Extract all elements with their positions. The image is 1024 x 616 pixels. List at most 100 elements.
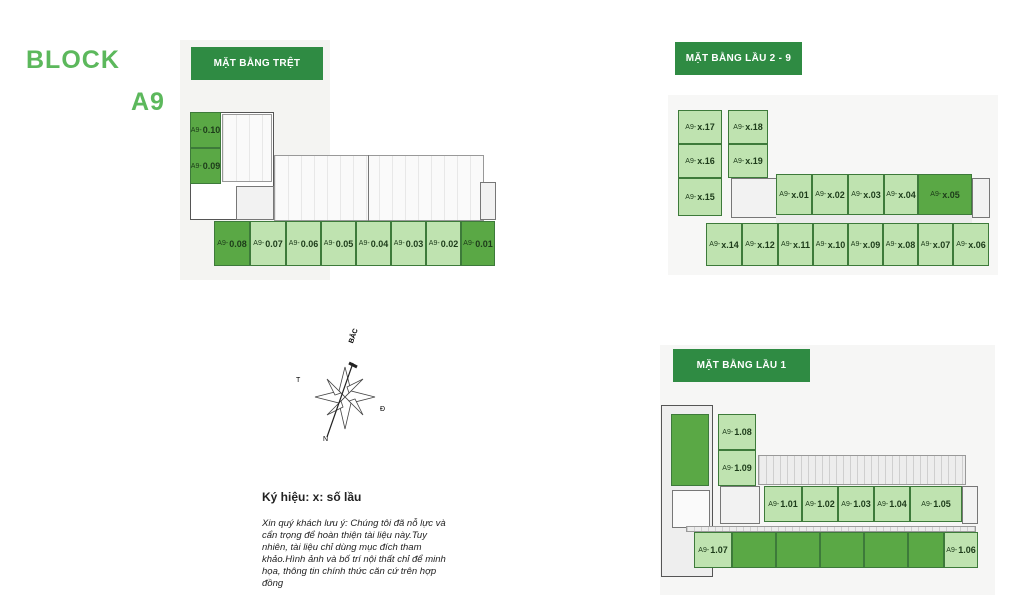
block-label: BLOCK [26, 46, 120, 74]
unit-number: x.15 [697, 192, 715, 202]
first-void [672, 490, 710, 528]
first-west-unit [671, 414, 709, 486]
typical-corridor [776, 215, 972, 223]
unit-x-16: A9-x.16 [678, 144, 722, 178]
ground-core [236, 186, 274, 220]
unit-number: x.12 [757, 239, 775, 250]
block-code: A9 [131, 88, 165, 116]
unit-number: x.01 [791, 189, 809, 200]
ground-divider [368, 155, 369, 255]
unit-x-09: A9-x.09 [848, 223, 883, 266]
unit-number: x.17 [697, 122, 715, 132]
unit-prefix: A9- [685, 193, 697, 201]
unit-x-07: A9-x.07 [918, 223, 953, 266]
unit-prefix: A9- [930, 191, 942, 198]
ground-parking-main [274, 155, 484, 221]
unit-prefix: A9- [851, 191, 863, 198]
unit-prefix: A9- [745, 241, 757, 248]
unit-prefix: A9- [815, 241, 827, 248]
compass-rose [314, 361, 376, 438]
first-roof-terrace [758, 455, 966, 485]
unit-1-04: A9-1.04 [874, 486, 910, 522]
unit-number: 1.07 [710, 545, 728, 555]
unit-number: x.05 [942, 189, 960, 200]
unit-prefix: A9- [190, 126, 202, 134]
unit-number: x.07 [932, 239, 951, 250]
unit-prefix: A9- [885, 241, 897, 248]
unit-prefix: A9- [956, 241, 968, 248]
typical-core [731, 178, 777, 218]
unit-number: 1.09 [734, 463, 752, 473]
unit-prefix: A9- [722, 428, 734, 436]
unit-prefix: A9- [815, 191, 827, 198]
unit-x-17: A9-x.17 [678, 110, 722, 144]
unit-prefix: A9- [921, 500, 933, 508]
unit-number: 1.06 [958, 545, 976, 555]
unit-1-01: A9-1.01 [764, 486, 802, 522]
first-core [720, 486, 760, 524]
unit-prefix: A9- [428, 240, 440, 247]
unit-prefix: A9- [946, 546, 958, 554]
unit-number: 0.09 [202, 161, 221, 171]
unit-number: x.11 [792, 239, 810, 250]
unit-1-08: A9-1.08 [718, 414, 756, 450]
unit-0-02: A9-0.02 [426, 221, 461, 266]
unit-prefix: A9- [253, 240, 265, 247]
unit-prefix: A9- [217, 240, 229, 247]
unit-0-08: A9-0.08 [214, 221, 250, 266]
unit-1-03: A9-1.03 [838, 486, 874, 522]
unit-prefix: A9- [781, 241, 792, 248]
typical-stair-east [972, 178, 990, 218]
unit-number: 0.02 [440, 238, 459, 249]
first-unlabeled-unit [908, 532, 944, 568]
unit-prefix: A9- [733, 123, 745, 131]
first-unlabeled-unit [864, 532, 908, 568]
unit-x-03: A9-x.03 [848, 174, 884, 215]
unit-0-03: A9-0.03 [391, 221, 426, 266]
unit-number: 1.08 [734, 427, 752, 437]
unit-prefix: A9- [841, 500, 853, 508]
unit-prefix: A9- [288, 240, 300, 247]
unit-number: x.10 [827, 239, 846, 250]
first-unlabeled-unit [776, 532, 820, 568]
first-corridor [686, 526, 976, 532]
unit-prefix: A9- [685, 123, 697, 131]
disclaimer-note: Xin quý khách lưu ý: Chúng tôi đã nỗ lực… [262, 518, 446, 589]
compass-label-east: Đ [380, 406, 386, 413]
unit-number: 1.01 [780, 499, 798, 509]
unit-x-06: A9-x.06 [953, 223, 989, 266]
unit-number: x.06 [968, 239, 986, 250]
ground-parking-wing [222, 114, 272, 182]
unit-0-06: A9-0.06 [286, 221, 321, 266]
unit-number: x.02 [827, 189, 845, 200]
unit-0-10: A9-0.10 [190, 112, 221, 148]
unit-x-12: A9-x.12 [742, 223, 778, 266]
first-plan-title: MẶT BẰNG LẦU 1 [673, 349, 810, 382]
unit-0-09: A9-0.09 [190, 148, 221, 184]
unit-prefix: A9- [877, 500, 889, 508]
unit-prefix: A9- [190, 162, 202, 170]
unit-x-10: A9-x.10 [813, 223, 848, 266]
unit-1-05: A9-1.05 [910, 486, 962, 522]
unit-number: x.09 [862, 239, 881, 250]
unit-number: x.14 [721, 239, 739, 250]
unit-number: x.08 [897, 239, 916, 250]
unit-prefix: A9- [886, 191, 898, 198]
unit-1-09: A9-1.09 [718, 450, 756, 486]
unit-number: x.19 [745, 156, 763, 166]
unit-prefix: A9- [709, 241, 721, 248]
first-stair-east [962, 486, 978, 524]
unit-0-01: A9-0.01 [461, 221, 495, 266]
unit-1-07: A9-1.07 [694, 532, 732, 568]
unit-number: 1.04 [889, 499, 907, 509]
unit-x-04: A9-x.04 [884, 174, 918, 215]
unit-number: 0.07 [265, 238, 283, 249]
compass-needle [326, 362, 354, 438]
unit-number: 0.06 [300, 238, 319, 249]
unit-1-02: A9-1.02 [802, 486, 838, 522]
unit-number: 0.03 [405, 238, 424, 249]
unit-prefix: A9- [920, 241, 932, 248]
unit-number: 0.01 [475, 238, 493, 249]
unit-x-08: A9-x.08 [883, 223, 918, 266]
unit-0-07: A9-0.07 [250, 221, 286, 266]
